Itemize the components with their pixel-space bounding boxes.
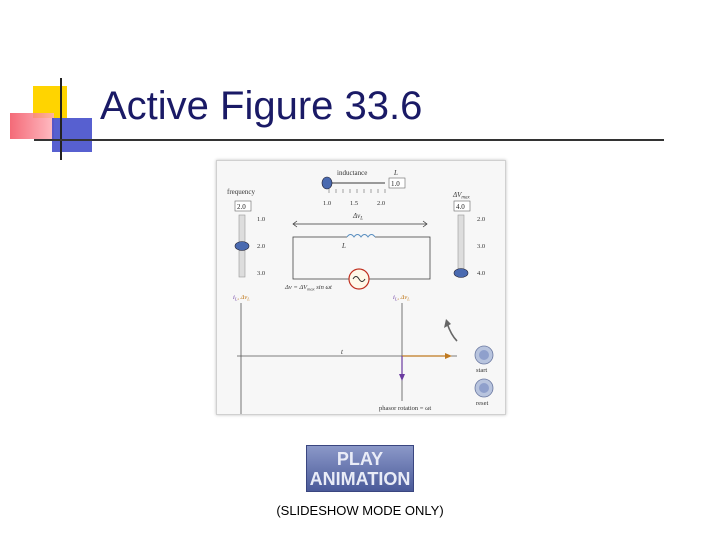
inductance-label: inductance	[337, 169, 367, 177]
phasor-y-label: iL, ΔvL	[393, 294, 410, 302]
voltage-tick-3: 4.0	[477, 270, 485, 277]
voltage-slider-knob[interactable]	[453, 268, 469, 278]
slide-title: Active Figure 33.6	[100, 84, 423, 128]
inductor-label: L	[341, 242, 346, 250]
inductance-tick-2: 1.5	[350, 200, 358, 207]
rotation-arrow-icon	[446, 322, 458, 342]
voltage-tick-1: 2.0	[477, 216, 485, 223]
graph-y-label: iL, ΔvL	[233, 294, 250, 302]
voltage-value: 4.0	[456, 203, 465, 211]
start-button-label: start	[476, 367, 487, 374]
voltage-phasor-head	[445, 353, 452, 359]
phasor-rotation-label: phasor rotation = ωt	[379, 405, 431, 412]
inductance-symbol: L	[393, 169, 398, 177]
voltage-value-box[interactable]	[453, 200, 471, 212]
play-label: PLAY	[336, 449, 384, 469]
play-animation-button[interactable]: PLAY ANIMATION	[306, 445, 414, 492]
voltage-tick-2: 3.0	[477, 243, 485, 250]
reset-button-core	[479, 383, 489, 393]
animation-label: ANIMATION	[309, 469, 411, 489]
logo-blue-square	[52, 118, 92, 152]
ac-source-wave	[352, 276, 366, 282]
logo-red-square	[10, 113, 54, 139]
frequency-tick-3: 3.0	[257, 270, 265, 277]
rotation-arrow-head	[444, 319, 451, 328]
slideshow-note: (SLIDESHOW MODE ONLY)	[276, 503, 444, 518]
source-equation: Δv = ΔVmax sin ωt	[284, 284, 332, 292]
frequency-value-box[interactable]	[234, 200, 252, 212]
inductance-ticks	[328, 189, 386, 193]
graph-t-label: t	[341, 348, 344, 356]
dv-arrow-head-right	[422, 220, 428, 228]
voltage-track[interactable]	[457, 214, 465, 276]
current-phasor-head	[399, 374, 405, 381]
voltage-label: ΔVmax	[452, 191, 471, 201]
figure-canvas: inductance L 1.0 1.0 1.5 2.0 frequency 2…	[227, 169, 494, 414]
frequency-value: 2.0	[237, 203, 246, 211]
start-button-core	[479, 350, 489, 360]
active-figure-panel: inductance L 1.0 1.0 1.5 2.0 frequency 2…	[216, 160, 506, 415]
title-rule	[34, 139, 664, 141]
inductance-tick-1: 1.0	[323, 200, 331, 207]
frequency-slider-knob[interactable]	[234, 241, 250, 251]
inductance-value-box[interactable]	[388, 177, 406, 189]
frequency-tick-1: 1.0	[257, 216, 265, 223]
logo-vertical-line	[60, 78, 62, 160]
frequency-label: frequency	[227, 188, 255, 196]
dv-label: ΔvL	[352, 212, 363, 222]
inductor-coil	[346, 234, 376, 238]
inductance-slider-knob[interactable]	[321, 176, 333, 190]
dv-arrow-head-left	[292, 220, 298, 228]
inductance-tick-3: 2.0	[377, 200, 385, 207]
inductance-value: 1.0	[391, 180, 400, 188]
reset-button-label: reset	[476, 400, 488, 407]
frequency-tick-2: 2.0	[257, 243, 265, 250]
